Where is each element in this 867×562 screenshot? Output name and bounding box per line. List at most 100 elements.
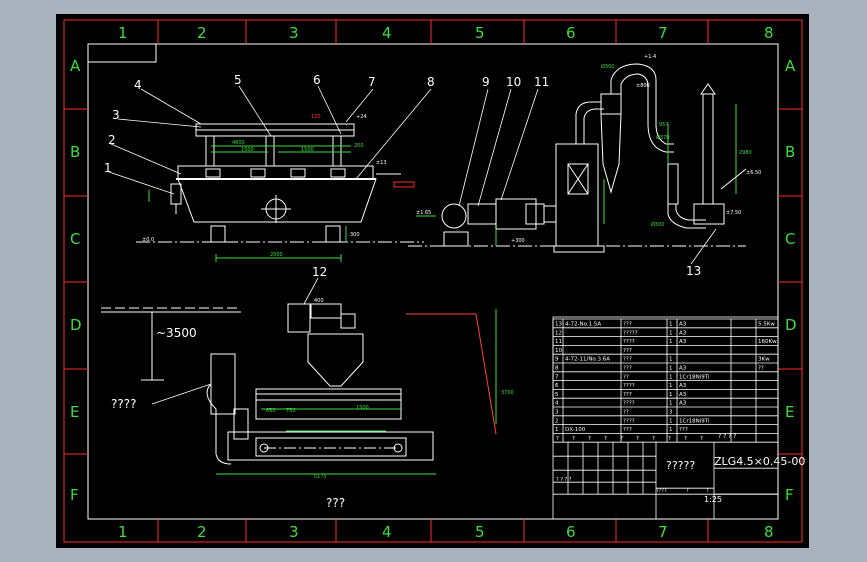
- bom-row-name: ????: [623, 339, 635, 345]
- zone-ticks: [64, 20, 802, 542]
- zone-col-3-top: 3: [289, 24, 299, 42]
- zone-col-2-bottom: 2: [197, 523, 207, 541]
- bom-row-no: 5: [555, 392, 559, 398]
- bom-row-note: 3Kw: [758, 357, 770, 363]
- bom-row-material: A3: [679, 366, 687, 372]
- bom-header-cell: ?: [572, 436, 575, 442]
- dryer-elevation: [108, 85, 432, 262]
- zone-row-e-right: E: [785, 403, 794, 421]
- dim-1500-b: 1500: [301, 147, 314, 153]
- bom-row-material: 1Cr18Ni9Ti: [679, 374, 710, 380]
- bom-row-qty: 1: [669, 383, 673, 389]
- bom-row-material: 1Cr18Ni9Ti: [679, 418, 710, 424]
- zone-col-8-bottom: 8: [764, 523, 774, 541]
- bom-row-qty: 1: [669, 401, 673, 407]
- note-left-q: ????: [111, 397, 136, 411]
- zone-row-b-left: B: [70, 143, 80, 161]
- callout-13: 13: [686, 264, 701, 278]
- bom-row-qty: 1: [669, 374, 673, 380]
- bom-header-cell: ?: [588, 436, 591, 442]
- bom-header-cell: ?: [652, 436, 655, 442]
- title-block-small-b: ????: [656, 488, 667, 494]
- dim-d300-bottom: Ø300: [651, 221, 664, 228]
- title-block-small-a: ? ? ? ?: [556, 477, 572, 483]
- bom-row-qty: 1: [669, 392, 673, 398]
- zone-col-1-top: 1: [118, 24, 128, 42]
- callout-5: 5: [234, 73, 242, 87]
- bom-row-material: ???: [679, 427, 688, 433]
- bom-row-name: ???: [623, 427, 632, 433]
- bom-row-no: 1: [555, 427, 559, 433]
- zone-row-e-left: E: [70, 403, 79, 421]
- bom-header-cell: ?: [636, 436, 639, 442]
- callout-12: 12: [312, 265, 327, 279]
- bom-row-no: 3: [555, 410, 559, 416]
- bom-row-name: ???: [623, 348, 632, 354]
- dim-300: 300: [350, 232, 360, 238]
- bom-row-material: A3: [679, 401, 687, 407]
- zone-col-4-top: 4: [382, 24, 392, 42]
- bom-row-no: 7: [555, 374, 559, 380]
- bom-row-material: A3: [679, 339, 687, 345]
- dim-3700: 3700: [501, 390, 514, 396]
- bom-row-name: ???: [623, 357, 632, 363]
- bom-row-code: 4-72-No.1.5A: [565, 322, 601, 328]
- zone-row-c-left: C: [70, 230, 80, 248]
- bom-row-name: ??: [623, 374, 629, 380]
- note-height-3500: ~3500: [156, 326, 197, 340]
- plan-view: [101, 277, 497, 475]
- dim-pm650: ±6.50: [746, 170, 761, 176]
- callout-11: 11: [534, 75, 549, 89]
- bom-row-name: ?????: [623, 330, 638, 336]
- title-block-drawing-no: ZLG4.5×0.45-00: [714, 455, 805, 468]
- zone-row-d-right: D: [785, 316, 797, 334]
- bom-row-no: 8: [555, 366, 559, 372]
- callout-leaders-right: [458, 88, 717, 265]
- bom-table-grid: [552, 316, 779, 520]
- dim-pm13: ±13: [376, 160, 387, 166]
- bom-row-qty: 1: [669, 366, 673, 372]
- bom-row-no: 11: [555, 339, 562, 345]
- dim-pm165: ±1.65: [416, 210, 431, 216]
- bom-row-no: 6: [555, 383, 559, 389]
- bom-header-cell: ?: [668, 436, 671, 442]
- corner-box: [88, 44, 157, 63]
- zone-col-2-top: 2: [197, 24, 207, 42]
- zone-col-1-bottom: 1: [118, 523, 128, 541]
- zone-row-d-left: D: [70, 316, 82, 334]
- zone-col-7-top: 7: [658, 24, 668, 42]
- bom-row-code: 4-72-11/No.3.6A: [565, 357, 610, 363]
- callout-6: 6: [313, 73, 321, 87]
- title-block-small-d: ?: [706, 488, 709, 494]
- bom-row-name: ????: [623, 418, 635, 424]
- bom-row-no: 9: [555, 357, 559, 363]
- dim-650: 650: [266, 408, 276, 414]
- zone-col-6-bottom: 6: [566, 523, 576, 541]
- callout-1: 1: [104, 161, 112, 175]
- bom-header-right: ? ? ? ?: [718, 433, 736, 440]
- bom-row-qty: 1: [669, 418, 673, 424]
- bom-row-material: A3: [679, 392, 687, 398]
- bom-header-cell: ?: [556, 436, 559, 442]
- callout-10: 10: [506, 75, 521, 89]
- bom-row-code: DX-100: [565, 427, 586, 433]
- bom-header-cell: ?: [684, 436, 687, 442]
- bom-row-qty: 1: [669, 330, 673, 336]
- drawing-sheet: 1 2 3 4 5 6 7 8 1 2 3 4 5 6 7 8 A B C D …: [56, 14, 809, 548]
- zone-col-5-bottom: 5: [475, 523, 485, 541]
- callout-7: 7: [368, 75, 376, 89]
- bom-row-no: 13: [555, 322, 562, 328]
- dim-d370: Ø370: [656, 134, 669, 141]
- bom-row-material: A3: [679, 330, 687, 336]
- dim-1500-a: 1500: [241, 147, 254, 153]
- cad-drawing: 1 2 3 4 5 6 7 8 1 2 3 4 5 6 7 8 A B C D …: [63, 19, 805, 543]
- bom-row-no: 10: [555, 348, 562, 354]
- dim-pm00: ±0.0: [142, 237, 154, 243]
- dim-957: 957: [659, 122, 669, 128]
- bom-row-name: ????: [623, 383, 635, 389]
- callout-9: 9: [482, 75, 490, 89]
- bom-row-name: ??: [623, 410, 629, 416]
- zone-row-a-right: A: [785, 57, 796, 75]
- dim-plus24: +24: [356, 114, 367, 120]
